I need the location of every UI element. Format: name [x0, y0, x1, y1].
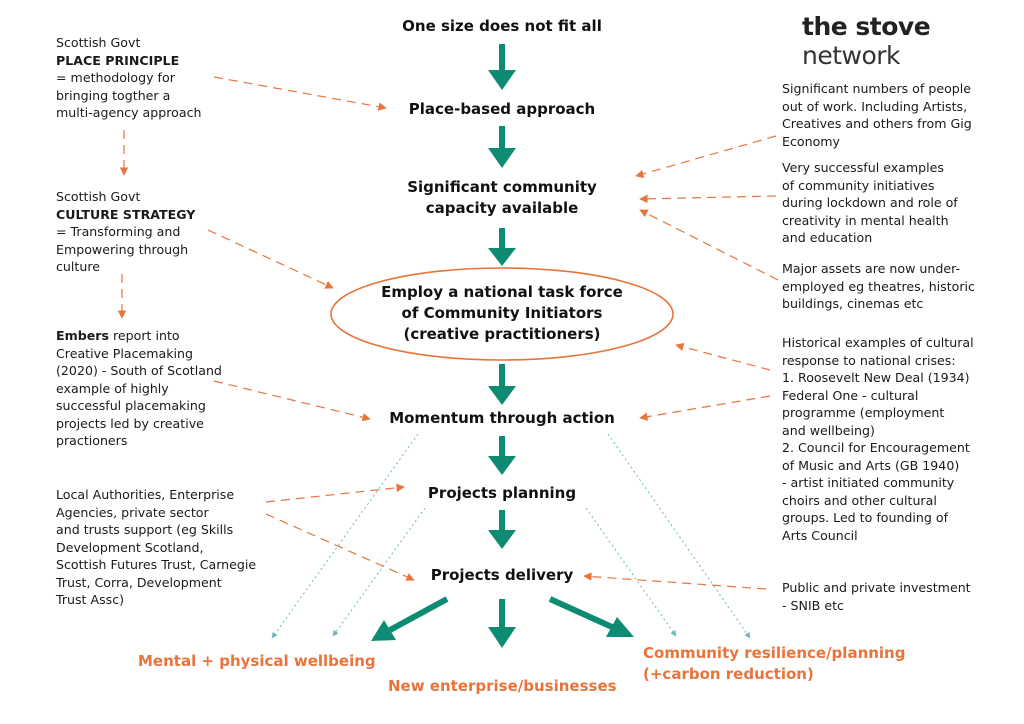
note-culture-strategy: Scottish Govt CULTURE STRATEGY = Transfo… — [56, 189, 196, 274]
arrow-historical-to-momentum — [639, 395, 771, 421]
outcome-enterprise: New enterprise/businesses — [388, 677, 617, 695]
arrow-examples-to-capacity — [639, 194, 777, 204]
teal-momentum-to-wellbeing — [271, 433, 419, 639]
step-projects-planning: Projects planning — [427, 484, 577, 502]
outcome-wellbeing: Mental + physical wellbeing — [138, 652, 376, 670]
note-place-principle: Scottish Govt PLACE PRINCIPLE = methodol… — [56, 35, 202, 120]
flow-arrow-6 — [488, 510, 516, 549]
outcome-resilience: Community resilience/planning (+carbon r… — [643, 644, 906, 683]
logo-bold-text: the stove — [802, 12, 931, 41]
flow-arrow-right — [548, 596, 634, 637]
note-major-assets: Major assets are now under- employed eg … — [782, 261, 975, 311]
note-investment: Public and private investment - SNIB etc — [782, 580, 971, 613]
step-community-capacity: Significant community capacity available — [407, 178, 597, 217]
step-task-force: Employ a national task force of Communit… — [381, 283, 623, 343]
orange-dashed-arrows — [117, 76, 779, 590]
teal-dotted-lines — [271, 433, 751, 639]
arrow-historical-to-taskforce — [675, 342, 771, 371]
flow-arrow-down — [488, 599, 516, 648]
arrow-embers-to-momentum — [213, 380, 371, 422]
teal-planning-to-resilience — [585, 507, 677, 637]
step-place-based: Place-based approach — [408, 100, 596, 118]
flow-arrow-3 — [488, 228, 516, 266]
step-projects-delivery: Projects delivery — [430, 566, 574, 584]
note-historical-examples: Historical examples of cultural response… — [782, 335, 974, 543]
note-local-authorities: Local Authorities, Enterprise Agencies, … — [56, 487, 257, 607]
stove-network-logo: the stove network — [802, 12, 1024, 70]
flow-arrow-5 — [488, 436, 516, 475]
flow-arrow-4 — [488, 364, 516, 405]
teal-planning-to-wellbeing — [332, 507, 426, 637]
flow-arrow-left — [371, 596, 449, 641]
arrow-investment-to-delivery — [583, 572, 767, 590]
arrow-culture-to-taskforce — [207, 229, 334, 289]
arrow-work-to-capacity — [635, 135, 777, 178]
note-lockdown-examples: Very successful examples of community in… — [782, 160, 958, 245]
teal-momentum-to-resilience — [607, 433, 751, 639]
note-out-of-work: Significant numbers of people out of wor… — [782, 81, 972, 149]
arrow-local-to-delivery — [265, 513, 415, 581]
flow-arrows — [371, 44, 634, 648]
logo-light-text: network — [802, 41, 901, 70]
note-embers-report: Embers report into Creative Placemaking … — [56, 328, 222, 448]
task-force-ellipse — [330, 267, 674, 361]
flow-arrow-1 — [488, 44, 516, 90]
step-one-size: One size does not fit all — [402, 17, 602, 35]
step-momentum: Momentum through action — [389, 409, 615, 427]
flow-arrow-2 — [488, 126, 516, 168]
arrow-local-to-planning — [265, 483, 405, 503]
arrow-assets-to-capacity — [639, 209, 779, 281]
